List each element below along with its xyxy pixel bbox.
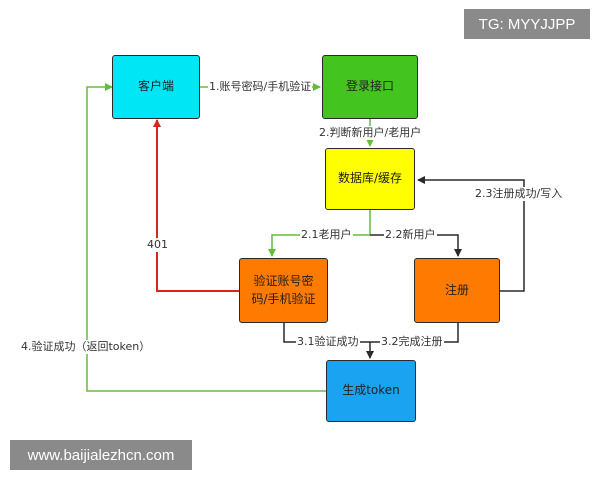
login-node: 登录接口	[322, 55, 418, 119]
register-node-label: 注册	[444, 282, 469, 297]
client-node: 客户端	[112, 55, 200, 119]
watermark-bottom-left: www.baijialezhcn.com	[10, 440, 192, 470]
edge-label-2-3: 2.3注册成功/写入	[474, 187, 564, 201]
token-node: 生成token	[326, 360, 416, 422]
register-node: 注册	[414, 258, 500, 323]
edge-token-to-client	[86, 83, 326, 392]
database-node: 数据库/缓存	[325, 148, 415, 210]
edge-label-4: 4.验证成功（返回token）	[20, 340, 152, 354]
edge-label-2: 2.判断新用户/老用户	[318, 126, 423, 140]
watermark-top-right: TG: MYYJJPP	[464, 9, 590, 39]
edge-label-1: 1.账号密码/手机验证	[208, 80, 313, 94]
verify-node: 验证账号密 码/手机验证	[239, 258, 328, 323]
database-node-label: 数据库/缓存	[337, 171, 403, 186]
verify-node-label-line2: 码/手机验证	[251, 291, 316, 306]
token-node-label: 生成token	[342, 383, 400, 398]
watermark-top-right-text: TG: MYYJJPP	[478, 15, 576, 33]
edge-label-3-2: 3.2完成注册	[380, 335, 444, 349]
edge-label-2-2: 2.2新用户	[384, 228, 437, 242]
edge-register-to-database	[417, 176, 525, 292]
login-node-label: 登录接口	[345, 79, 394, 94]
watermark-bottom-left-text: www.baijialezhcn.com	[27, 446, 175, 464]
edge-label-2-1: 2.1老用户	[300, 228, 353, 242]
edge-label-3-1: 3.1验证成功	[296, 335, 360, 349]
client-node-label: 客户端	[137, 79, 174, 94]
verify-node-label-line1: 验证账号密	[253, 274, 314, 289]
edge-verify-to-client	[153, 119, 239, 292]
edge-label-401: 401	[146, 238, 169, 252]
